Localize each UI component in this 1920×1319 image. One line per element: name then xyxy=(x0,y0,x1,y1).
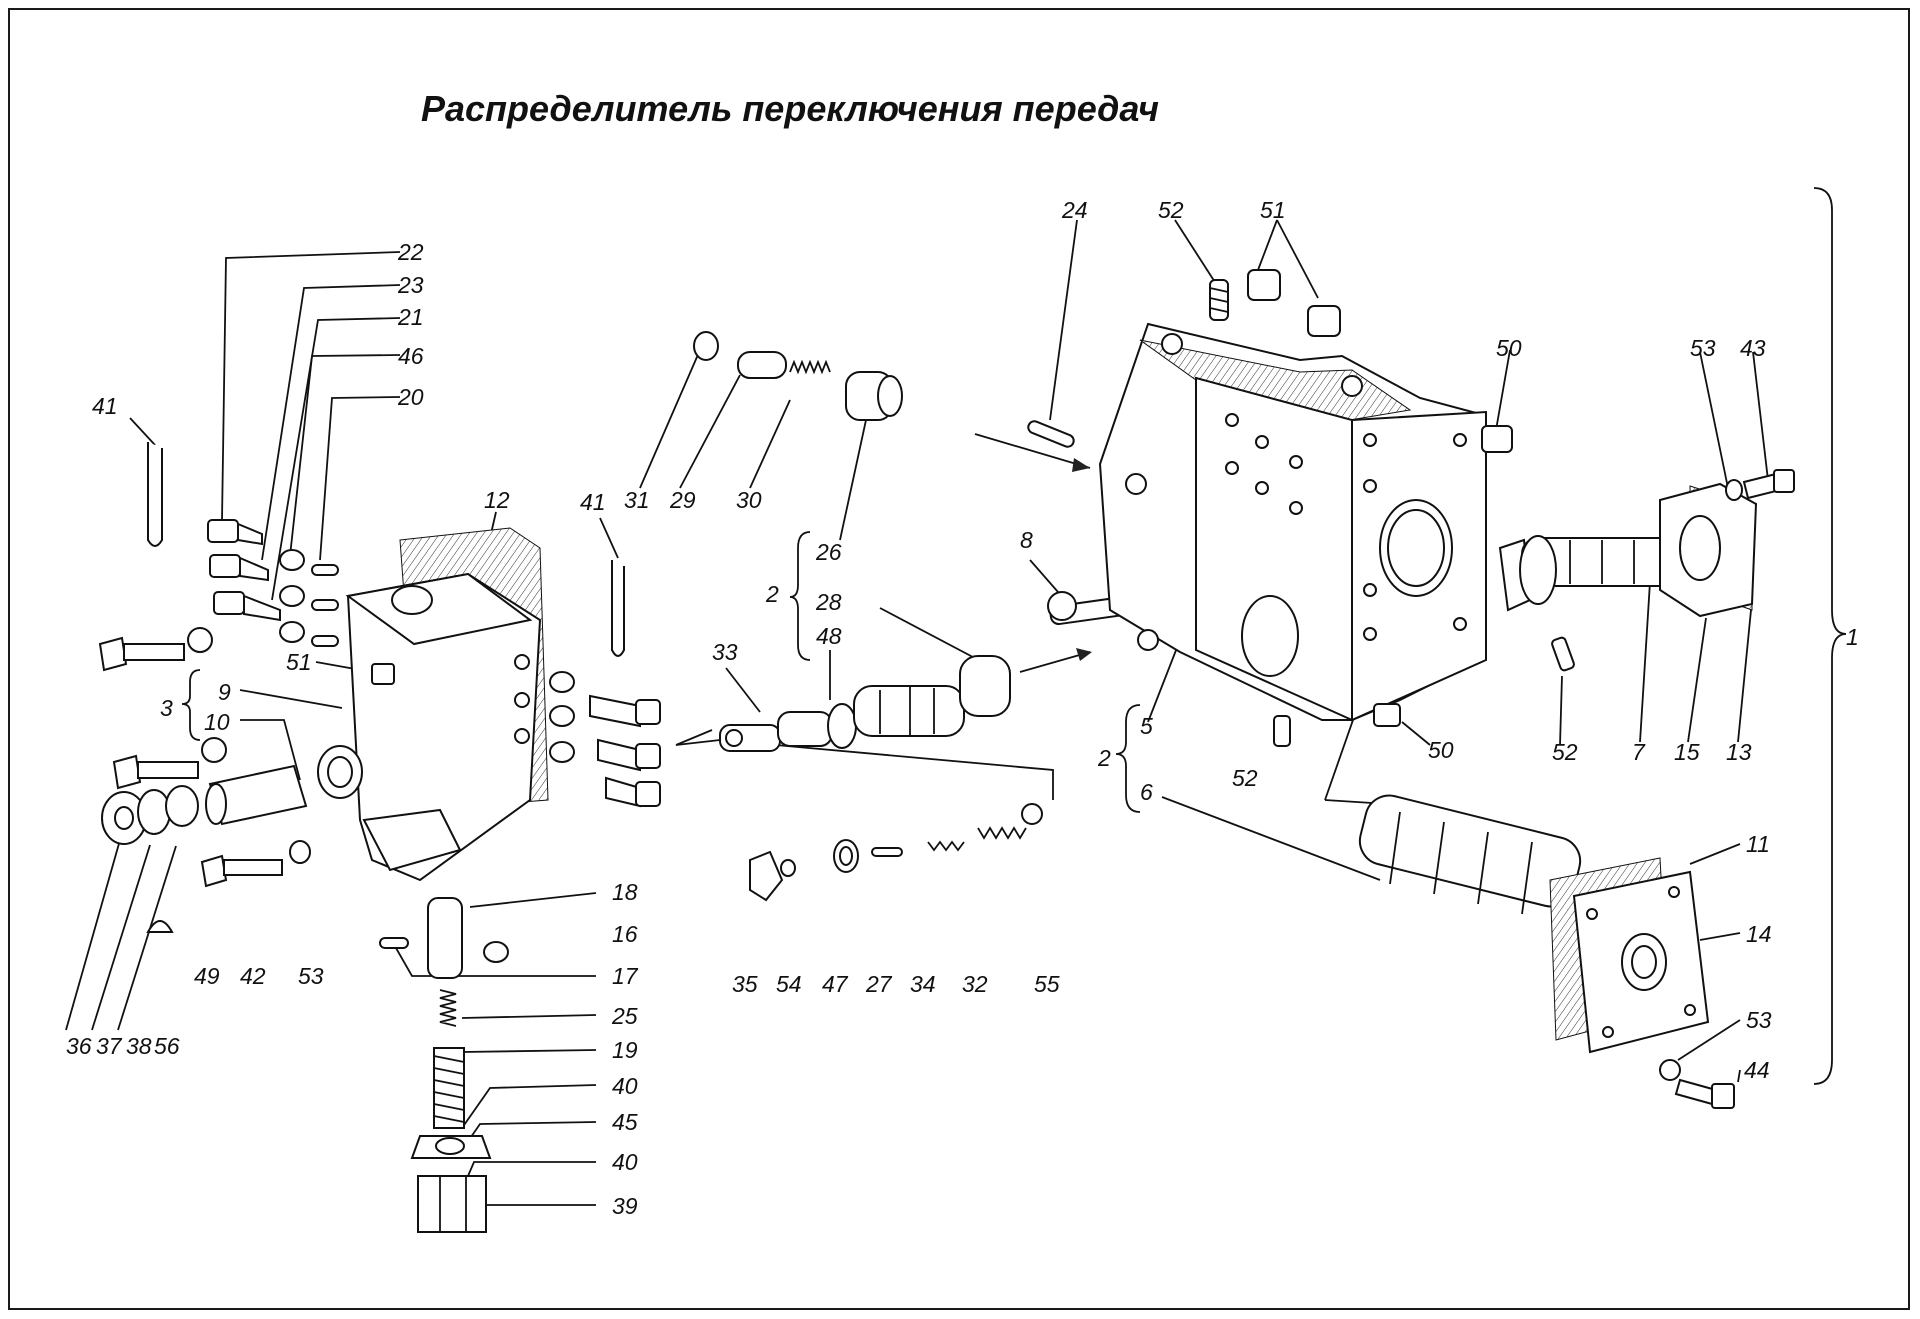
diagram-frame xyxy=(8,8,1910,1310)
bolt-left-upper xyxy=(98,627,213,672)
label-6: 6 xyxy=(1140,779,1153,805)
parts xyxy=(98,269,1795,1233)
spool-assembly xyxy=(719,655,1011,752)
label-18: 18 xyxy=(612,879,638,905)
label-41-left: 41 xyxy=(92,393,118,419)
label-53-left: 53 xyxy=(298,963,324,989)
label-43: 43 xyxy=(1740,335,1766,361)
label-36: 36 xyxy=(66,1033,92,1059)
label-3: 3 xyxy=(160,695,173,721)
label-2-right: 2 xyxy=(1097,745,1111,771)
label-10: 10 xyxy=(204,709,230,735)
label-56: 56 xyxy=(154,1033,180,1059)
callout-labels: 1 2 2 3 5 6 7 8 9 10 11 12 13 14 15 16 1… xyxy=(66,197,1859,1219)
fittings-left xyxy=(207,519,281,622)
label-27: 27 xyxy=(865,971,893,997)
housing xyxy=(1098,322,1487,722)
label-55: 55 xyxy=(1034,971,1060,997)
label-31: 31 xyxy=(624,487,650,513)
label-11: 11 xyxy=(1746,831,1770,857)
label-39: 39 xyxy=(612,1193,638,1219)
label-8: 8 xyxy=(1020,527,1033,553)
label-7: 7 xyxy=(1632,739,1646,765)
label-53-lower: 53 xyxy=(1746,1007,1772,1033)
cotter-pin-41-left xyxy=(147,442,163,547)
label-45: 45 xyxy=(612,1109,638,1135)
bolt-left-lower xyxy=(112,737,227,790)
valve-body-12 xyxy=(317,527,549,882)
label-37: 37 xyxy=(96,1033,123,1059)
label-12: 12 xyxy=(484,487,510,513)
label-51-upper: 51 xyxy=(1260,197,1286,223)
label-16: 16 xyxy=(612,921,638,947)
label-50-lower: 50 xyxy=(1428,737,1454,763)
label-40-lower: 40 xyxy=(612,1149,638,1175)
label-20: 20 xyxy=(397,384,424,410)
label-2-middle: 2 xyxy=(765,581,779,607)
label-14: 14 xyxy=(1746,921,1772,947)
label-51-left: 51 xyxy=(286,649,312,675)
label-50-upper: 50 xyxy=(1496,335,1522,361)
label-19: 19 xyxy=(612,1037,638,1063)
label-26: 26 xyxy=(815,539,842,565)
label-30: 30 xyxy=(736,487,762,513)
label-52-right: 52 xyxy=(1552,739,1578,765)
right-spool-7 xyxy=(1498,482,1758,618)
label-41-middle: 41 xyxy=(580,489,606,515)
cotter-pin-41-middle xyxy=(611,560,625,657)
label-35: 35 xyxy=(732,971,758,997)
label-42: 42 xyxy=(240,963,266,989)
label-28: 28 xyxy=(815,589,842,615)
label-34: 34 xyxy=(910,971,936,997)
label-54: 54 xyxy=(776,971,802,997)
label-40-upper: 40 xyxy=(612,1073,638,1099)
label-52-upper: 52 xyxy=(1158,197,1184,223)
label-1: 1 xyxy=(1846,624,1859,650)
label-15: 15 xyxy=(1674,739,1700,765)
label-29: 29 xyxy=(669,487,696,513)
label-48: 48 xyxy=(816,623,842,649)
label-32: 32 xyxy=(962,971,988,997)
label-47: 47 xyxy=(822,971,849,997)
label-23: 23 xyxy=(397,272,424,298)
label-24: 24 xyxy=(1061,197,1088,223)
label-49: 49 xyxy=(194,963,220,989)
label-46: 46 xyxy=(398,343,424,369)
label-9: 9 xyxy=(218,679,231,705)
label-13: 13 xyxy=(1726,739,1752,765)
label-53-upper: 53 xyxy=(1690,335,1716,361)
fittings-right xyxy=(589,694,661,808)
label-52-lower: 52 xyxy=(1232,765,1258,791)
label-33: 33 xyxy=(712,639,738,665)
label-5: 5 xyxy=(1140,713,1153,739)
label-38: 38 xyxy=(126,1033,152,1059)
label-21: 21 xyxy=(397,304,424,330)
diagram-title: Распределитель переключения передач xyxy=(420,88,1160,129)
label-22: 22 xyxy=(397,239,424,265)
label-44: 44 xyxy=(1744,1057,1770,1083)
leader-lines xyxy=(65,187,1847,1206)
label-25: 25 xyxy=(611,1003,638,1029)
label-17: 17 xyxy=(612,963,639,989)
